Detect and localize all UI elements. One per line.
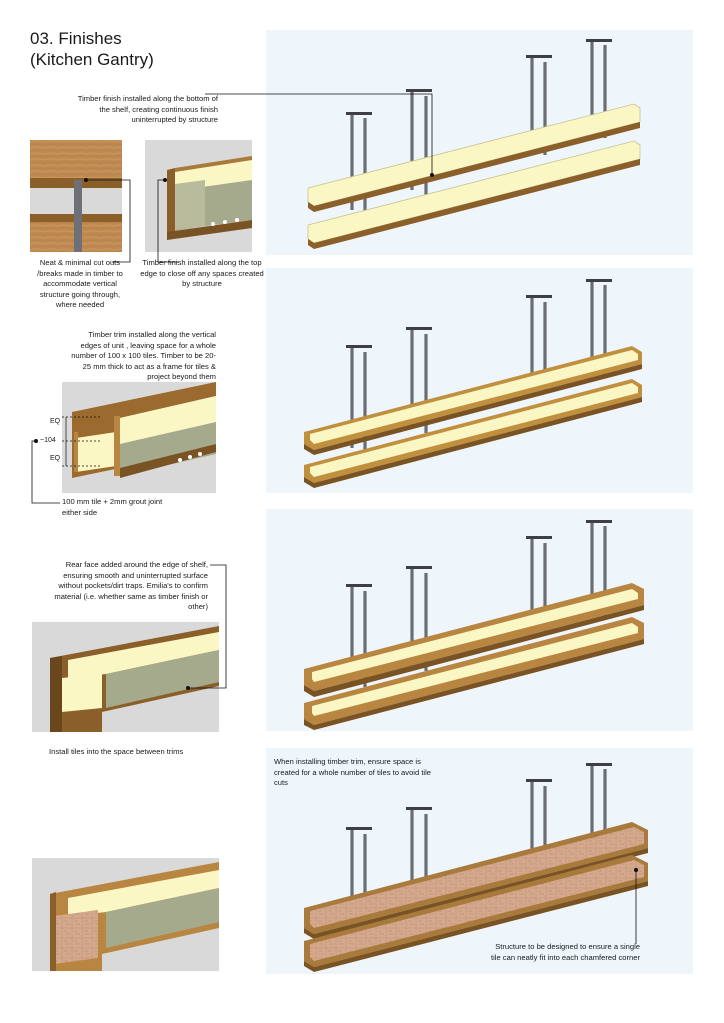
detail-vertical-trim [62,382,216,493]
detail-rear-face [32,622,219,732]
note-top-edge: Timber finish installed along the top ed… [140,258,264,288]
upper-shelf-tiled [304,822,648,939]
diagram-panel-4 [266,748,693,974]
note-whole-tiles: When installing timber trim, ensure spac… [274,757,432,787]
upper-shelf-rear-face [304,583,644,697]
lower-shelf [307,140,641,249]
detail-cutout [30,140,122,252]
dim-value: ~104 [40,437,56,444]
dim-eq-top: EQ [50,418,61,425]
note-chamfer: Structure to be designed to ensure a sin… [490,942,640,962]
note-tile-joint: 100 mm tile + 2mm grout joint either sid… [62,497,163,517]
note-bottom-finish: Timber finish installed along the bottom… [77,94,218,124]
lower-shelf-rear-face [304,617,644,730]
detail-top-edge [145,140,252,252]
diagram-panel-3 [266,509,693,731]
note-install-tiles: Install tiles into the space between tri… [49,747,184,756]
upper-shelf-trimmed [304,346,642,455]
title-line-1: 03. Finishes [30,29,122,48]
lower-shelf-trimmed [304,379,642,488]
note-vertical-trim: Timber trim installed along the vertical… [71,330,216,381]
title-line-2: (Kitchen Gantry) [30,50,154,69]
note-cutouts: Neat & minimal cut outs /breaks made in … [37,258,123,309]
detail-tiles [32,858,219,971]
rod-brackets [346,39,612,115]
lower-shelf-tiled [304,855,648,972]
diagram-panel-2 [266,268,693,493]
page-title: 03. Finishes (Kitchen Gantry) [30,28,154,70]
note-rear-face: Rear face added around the edge of shelf… [54,560,208,611]
upper-shelf [307,103,641,212]
dim-eq-bottom: EQ [50,455,61,462]
diagram-panel-1 [266,30,693,255]
